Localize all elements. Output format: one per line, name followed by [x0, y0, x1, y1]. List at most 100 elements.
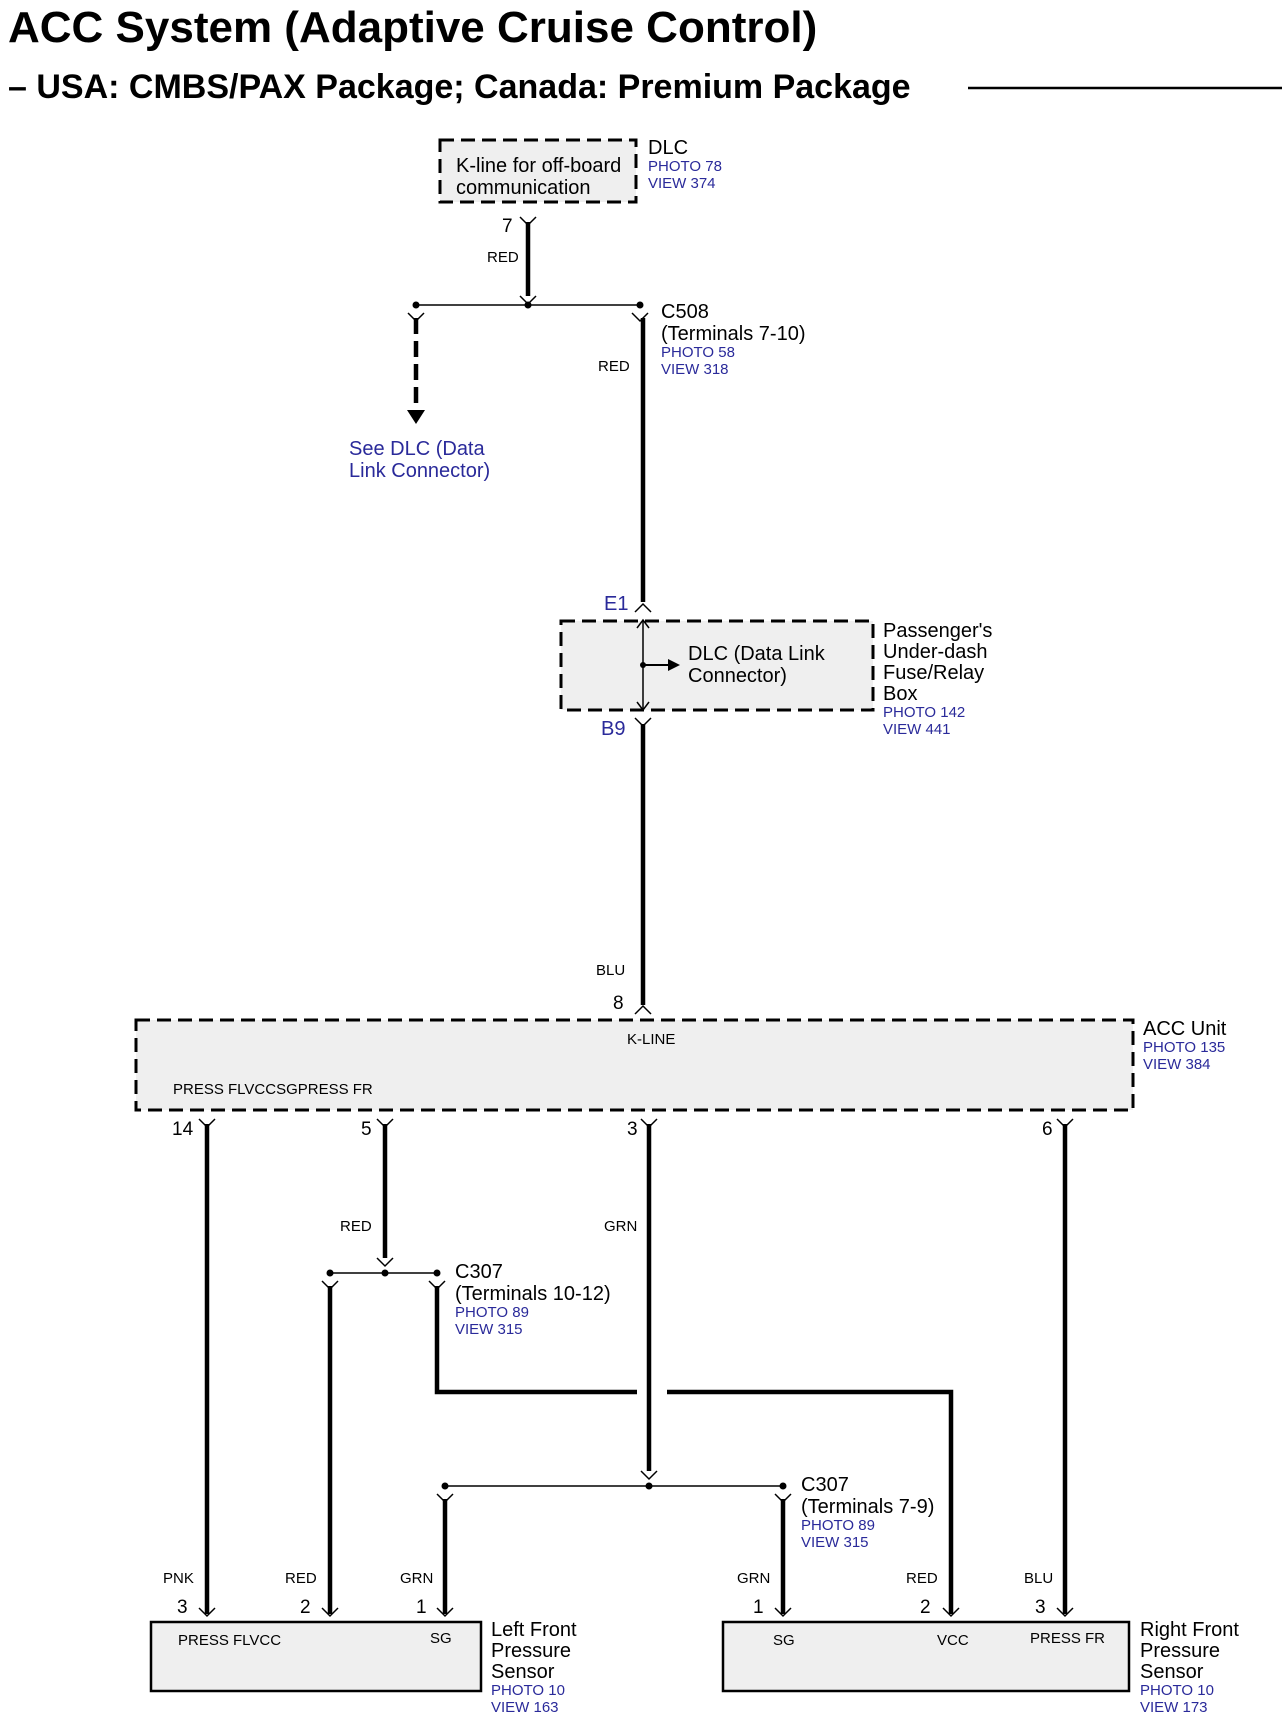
splice-dot — [645, 1482, 653, 1490]
splice-dot — [441, 1482, 449, 1490]
c307b-name: C307 — [801, 1474, 849, 1496]
see-dlc-link-1[interactable]: See DLC (Data — [349, 438, 485, 460]
acc-pin-14: 14 — [172, 1119, 194, 1140]
acc-pin-5: 5 — [361, 1119, 372, 1140]
c307a-photo-ref[interactable]: PHOTO 89 — [455, 1304, 529, 1321]
acc-name: ACC Unit — [1143, 1018, 1227, 1040]
fuse-name-3: Fuse/Relay — [883, 662, 984, 684]
dlc-wire-color: RED — [487, 249, 519, 266]
page-subtitle: – USA: CMBS/PAX Package; Canada: Premium… — [8, 68, 911, 106]
dlc-view-ref[interactable]: VIEW 374 — [648, 175, 716, 192]
mid-grn-label: GRN — [604, 1218, 637, 1235]
connector-v — [198, 1607, 216, 1618]
dlc-pin: 7 — [502, 216, 513, 237]
splice-dot — [326, 1269, 334, 1277]
left-sensor-label-1: PRESS FLVCC — [178, 1632, 281, 1649]
c508-photo-ref[interactable]: PHOTO 58 — [661, 344, 735, 361]
fuse-box — [559, 619, 875, 712]
acc-pin-3: 3 — [627, 1119, 638, 1140]
acc-wire-color: BLU — [596, 962, 625, 979]
connector-v — [636, 701, 650, 712]
fuse-pin-e1: E1 — [604, 593, 628, 615]
right-sensor-label-press: PRESS FR — [1030, 1630, 1105, 1647]
left-sensor-name-3: Sensor — [491, 1661, 555, 1683]
fuse-inner-1: DLC (Data Link — [688, 643, 826, 665]
left-sensor-photo-ref[interactable]: PHOTO 10 — [491, 1682, 565, 1699]
connector-v — [631, 312, 649, 323]
right-wire-grn: GRN — [737, 1570, 770, 1587]
connector-v — [436, 1607, 454, 1618]
c508-view-ref[interactable]: VIEW 318 — [661, 361, 729, 378]
c508-name: C508 — [661, 301, 709, 323]
connector-v — [321, 1607, 339, 1618]
left-pin-3: 3 — [177, 1597, 188, 1618]
right-pin-3: 3 — [1035, 1597, 1046, 1618]
c508-terminals: (Terminals 7-10) — [661, 323, 805, 345]
left-sensor-view-ref[interactable]: VIEW 163 — [491, 1699, 559, 1716]
connector-v — [376, 1257, 394, 1268]
splice-dot — [412, 301, 420, 309]
page-title: ACC System (Adaptive Cruise Control) — [8, 3, 817, 52]
left-sensor-name-2: Pressure — [491, 1640, 571, 1662]
connector-v — [1056, 1607, 1074, 1618]
c307b-photo-ref[interactable]: PHOTO 89 — [801, 1517, 875, 1534]
right-wire-red: RED — [906, 1570, 938, 1587]
arrow-right-icon — [668, 659, 680, 671]
acc-unit-box — [134, 1018, 1135, 1112]
connector-v — [636, 618, 650, 629]
right-sensor-box — [721, 1620, 1131, 1693]
acc-pin-in: 8 — [613, 993, 624, 1014]
acc-bottom-label: PRESS FLVCCSGPRESS FR — [173, 1081, 373, 1098]
arrow-down-icon — [407, 410, 425, 424]
wire-red-cross-a — [434, 1286, 637, 1395]
left-sensor-box — [149, 1620, 483, 1693]
mid-red-label: RED — [340, 1218, 372, 1235]
splice-dot — [433, 1269, 441, 1277]
splice-dot — [636, 301, 644, 309]
c307b-terminals: (Terminals 7-9) — [801, 1496, 934, 1518]
c307a-terminals: (Terminals 10-12) — [455, 1283, 611, 1305]
dlc-photo-ref[interactable]: PHOTO 78 — [648, 158, 722, 175]
acc-photo-ref[interactable]: PHOTO 135 — [1143, 1039, 1225, 1056]
dlc-name: DLC — [648, 137, 688, 159]
left-wire-red: RED — [285, 1570, 317, 1587]
splice-dot — [381, 1269, 389, 1277]
right-sensor-label-vcc: VCC — [937, 1632, 969, 1649]
right-wire-blu: BLU — [1024, 1570, 1053, 1587]
right-sensor-view-ref[interactable]: VIEW 173 — [1140, 1699, 1208, 1716]
right-sensor-name-1: Right Front — [1140, 1619, 1239, 1641]
fuse-name-4: Box — [883, 683, 917, 705]
fuse-photo-ref[interactable]: PHOTO 142 — [883, 704, 965, 721]
left-wire-pnk: PNK — [163, 1570, 194, 1587]
right-pin-1: 1 — [753, 1597, 764, 1618]
c307a-view-ref[interactable]: VIEW 315 — [455, 1321, 523, 1338]
connector-v — [634, 602, 652, 613]
connector-v — [640, 1470, 658, 1481]
right-sensor-name-2: Pressure — [1140, 1640, 1220, 1662]
connector-v — [634, 1004, 652, 1015]
connector-v — [774, 1607, 792, 1618]
dlc-box-text-1: K-line for off-board — [456, 155, 621, 177]
wire-red-cross-b — [667, 1389, 954, 1614]
right-sensor-label-sg: SG — [773, 1632, 795, 1649]
acc-view-ref[interactable]: VIEW 384 — [1143, 1056, 1211, 1073]
left-sensor-label-2: SG — [430, 1630, 452, 1647]
splice-dot — [779, 1482, 787, 1490]
connector-v — [942, 1607, 960, 1618]
see-dlc-link-2[interactable]: Link Connector) — [349, 460, 490, 482]
c307b-view-ref[interactable]: VIEW 315 — [801, 1534, 869, 1551]
dlc-box-text-2: communication — [456, 177, 591, 199]
dlc-box — [438, 138, 638, 204]
acc-k-line: K-LINE — [627, 1031, 675, 1048]
c307a-name: C307 — [455, 1261, 503, 1283]
right-pin-2: 2 — [920, 1597, 931, 1618]
right-sensor-photo-ref[interactable]: PHOTO 10 — [1140, 1682, 1214, 1699]
c508-wire-color: RED — [598, 358, 630, 375]
fuse-view-ref[interactable]: VIEW 441 — [883, 721, 951, 738]
left-pin-2: 2 — [300, 1597, 311, 1618]
left-pin-1: 1 — [416, 1597, 427, 1618]
acc-pin-6: 6 — [1042, 1119, 1053, 1140]
right-sensor-name-3: Sensor — [1140, 1661, 1204, 1683]
left-wire-grn: GRN — [400, 1570, 433, 1587]
